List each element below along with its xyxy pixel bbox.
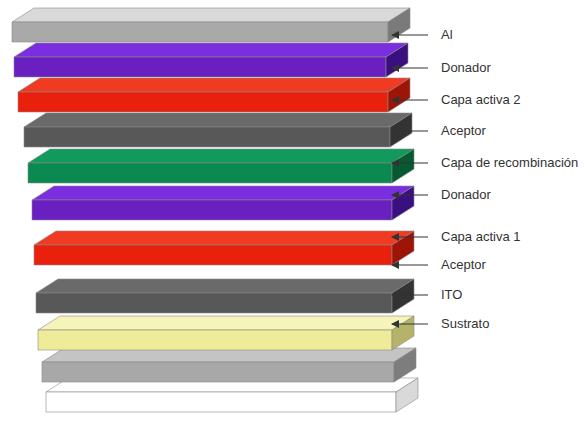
leader-arrow <box>392 35 428 36</box>
layer-label: Donador <box>440 187 492 203</box>
layer-label: Aceptor <box>440 123 487 139</box>
layer-label: Capa activa 2 <box>440 92 522 108</box>
layer-face <box>34 245 392 265</box>
layer-label: ITO <box>440 287 463 303</box>
layer-face <box>36 293 392 313</box>
layer-face <box>392 149 414 183</box>
layer-face <box>18 92 388 112</box>
layer-face <box>388 78 410 112</box>
layer-face <box>12 8 410 22</box>
layer-face <box>18 78 410 92</box>
layer-face <box>392 316 414 350</box>
layer-face <box>392 186 414 220</box>
layer-face <box>396 378 418 412</box>
layer-face <box>38 330 392 350</box>
layer-label: Al <box>440 27 454 43</box>
layer-face <box>42 362 394 382</box>
layer-face <box>32 200 392 220</box>
layer-face <box>28 163 392 183</box>
leader-arrow <box>392 265 428 266</box>
layer-face <box>386 43 408 77</box>
leader-arrow <box>392 295 428 296</box>
layer-face <box>24 127 390 147</box>
layer-face <box>32 186 414 200</box>
layer-face <box>36 279 414 293</box>
leader-arrow <box>392 68 428 69</box>
layer-face <box>392 279 414 313</box>
layer-face <box>388 8 410 42</box>
layer-face <box>394 348 416 382</box>
leader-arrow <box>392 131 428 132</box>
layer-label: Capa activa 1 <box>440 229 522 245</box>
layer-face <box>46 392 396 412</box>
layer-label: Sustrato <box>440 316 490 332</box>
layer-face <box>390 113 412 147</box>
layer-face <box>14 57 386 77</box>
leader-arrow <box>392 237 428 238</box>
leader-arrow <box>392 195 428 196</box>
leader-arrow <box>392 163 428 164</box>
layer-face <box>24 113 412 127</box>
layer-label: Donador <box>440 60 492 76</box>
leader-arrow <box>392 100 428 101</box>
layer-face <box>28 149 414 163</box>
layer-face <box>34 231 414 245</box>
leader-arrow <box>392 324 428 325</box>
layer-label: Capa de recombinación <box>440 155 579 171</box>
layer-face <box>392 231 414 265</box>
layer-face <box>12 22 388 42</box>
layer-face <box>14 43 408 57</box>
layer-label: Aceptor <box>440 257 487 273</box>
layer-face <box>38 316 414 330</box>
